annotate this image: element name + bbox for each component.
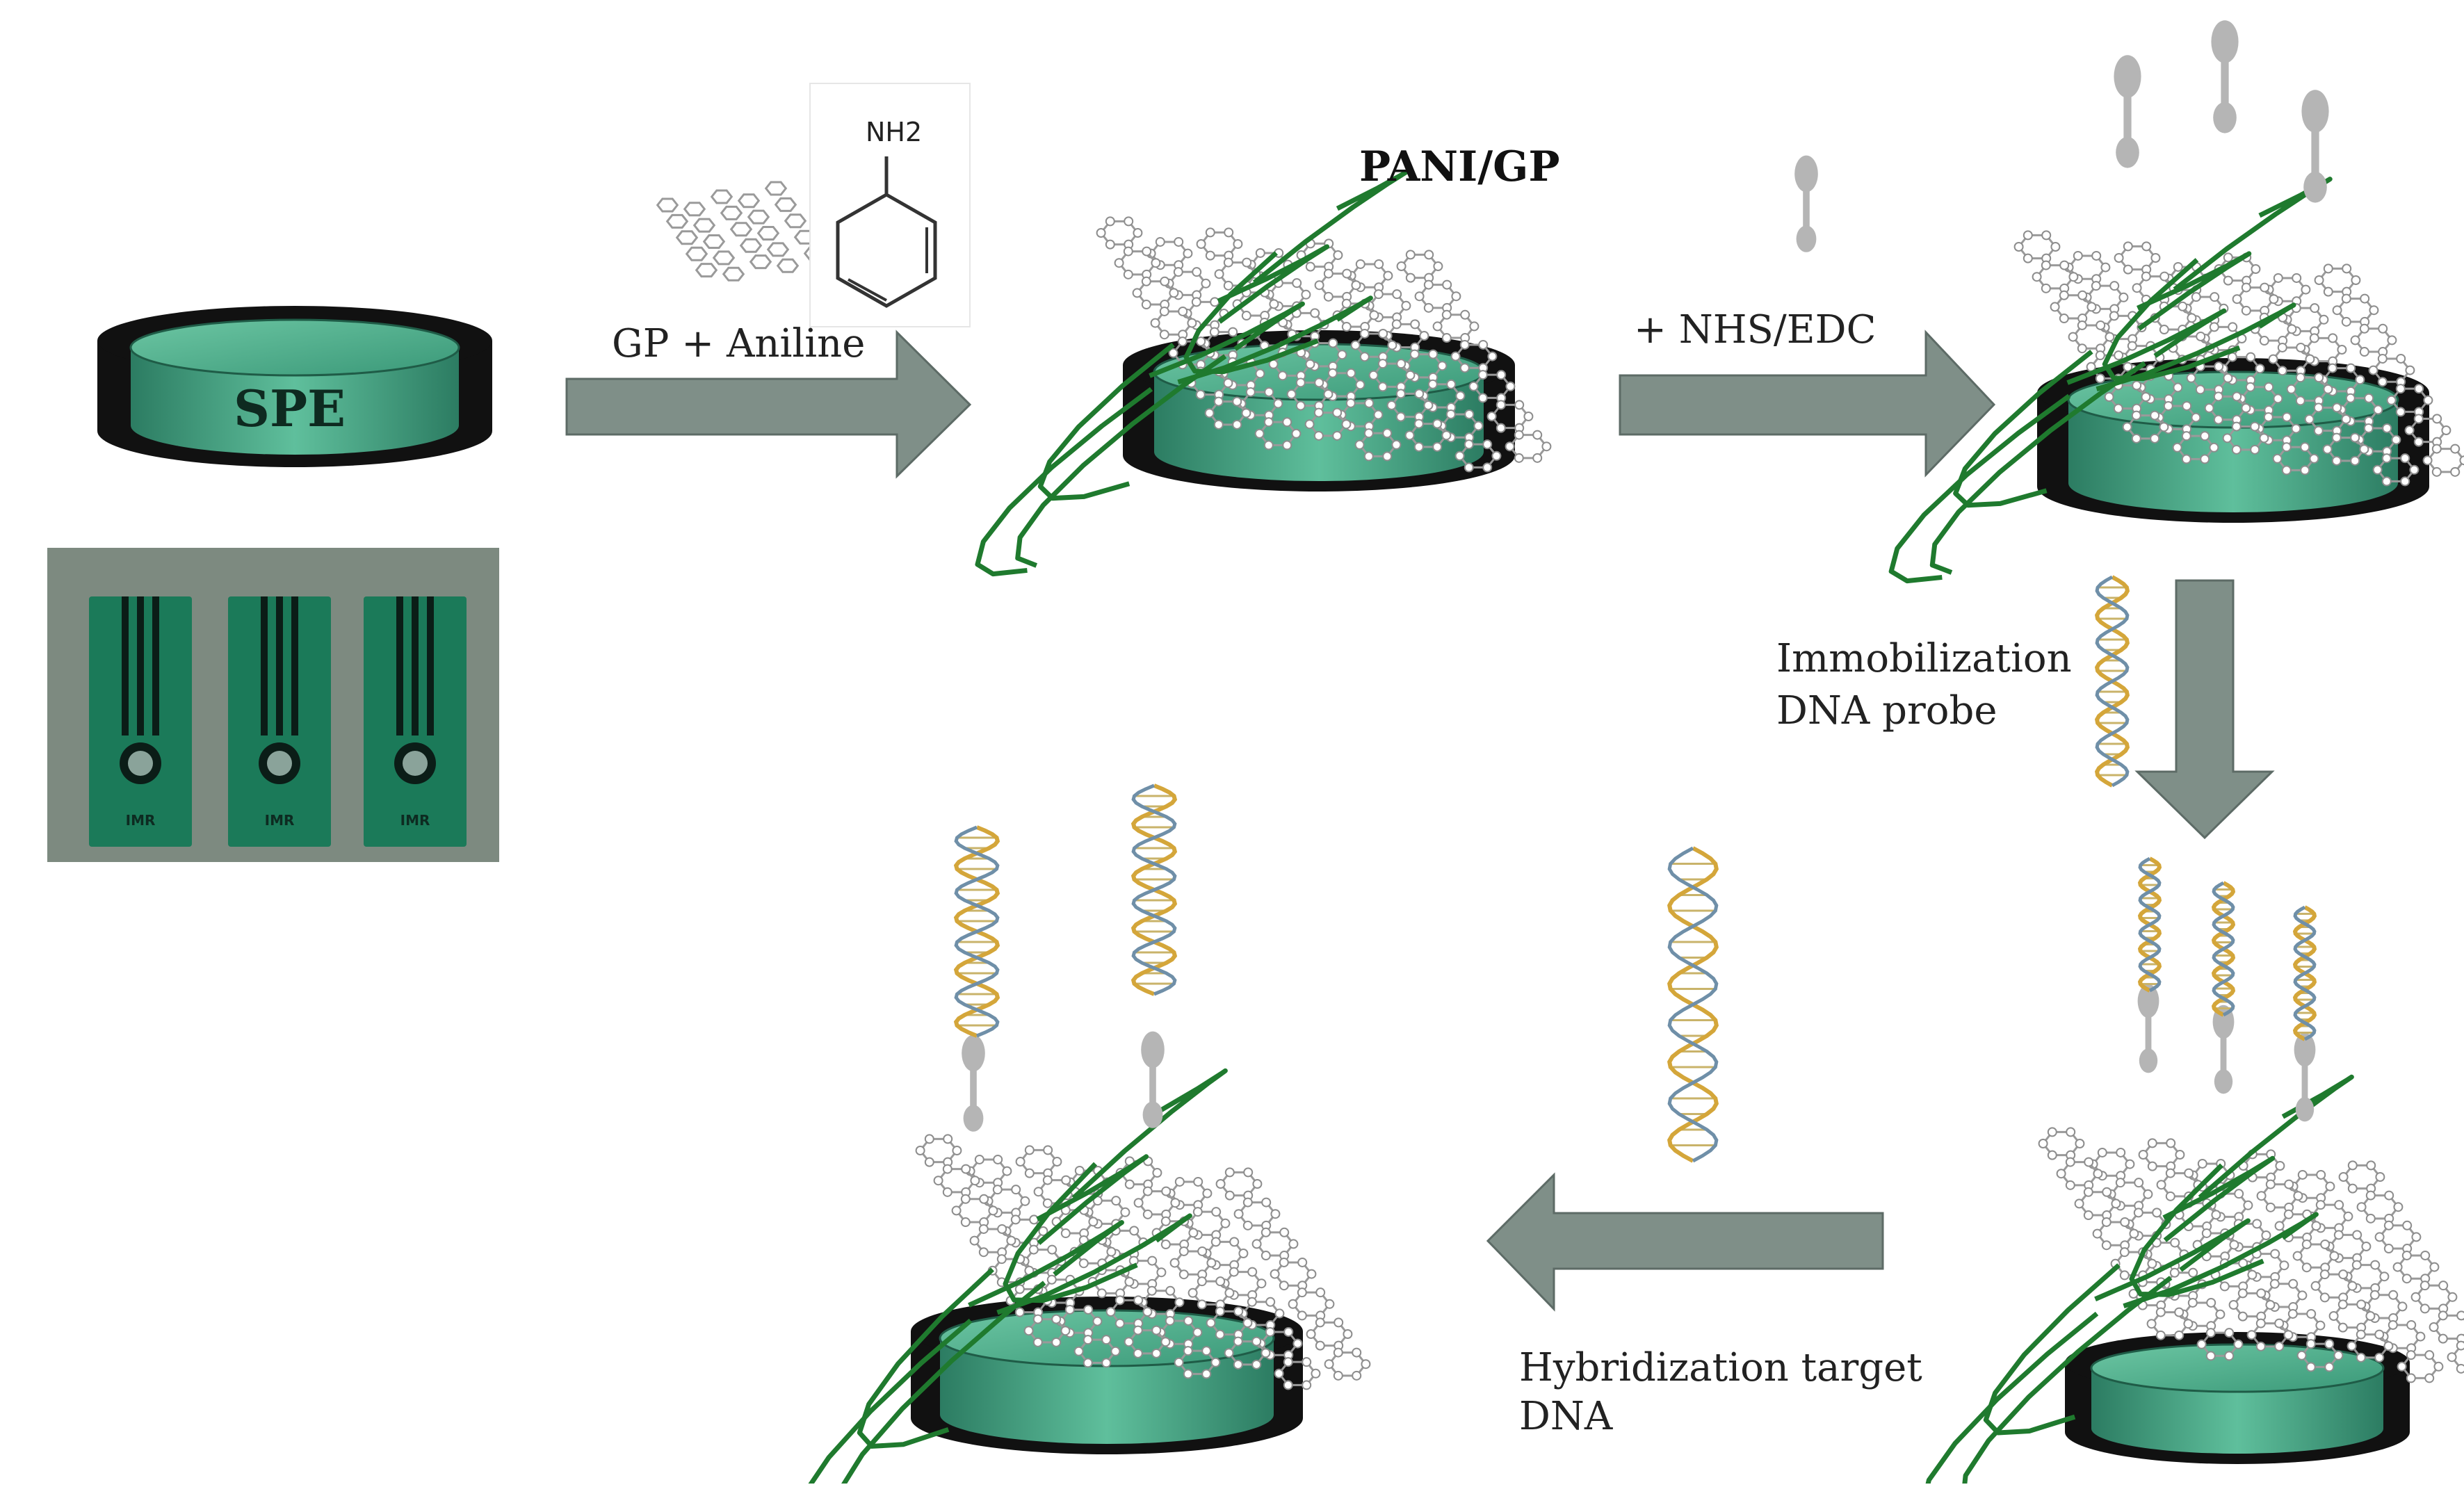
dna-probe-strands (2137, 856, 2317, 1041)
step-3-label-line-1: Immobilization (1776, 636, 2072, 681)
pani-gp-label: PANI/GP (1359, 143, 1560, 191)
spe-strip: IMR (89, 596, 192, 847)
linker-molecules (2114, 20, 2329, 203)
probe-immobilized-electrode (2065, 1332, 2410, 1464)
arrow-step-2 (1619, 330, 1996, 478)
hybridized-dna-strands (953, 783, 1178, 1038)
spe-strip: IMR (364, 596, 467, 847)
spe-strip-label: IMR (264, 812, 295, 829)
arrow-step-3 (2134, 579, 2275, 840)
spe-strip-label: IMR (125, 812, 156, 829)
pani-polymer-chains (1924, 1074, 2354, 1487)
step-2-label: + NHS/EDC (1634, 307, 1877, 352)
step-3-label-line-2: DNA probe (1776, 688, 1997, 733)
nh2-label: NH2 (866, 117, 923, 147)
spe-label: SPE (234, 379, 346, 438)
step-4-label-line-1: Hybridization target (1519, 1345, 1922, 1390)
nhs-edc-linker-icon (1794, 155, 1818, 252)
arrow-step-4 (1486, 1172, 1884, 1312)
spe-strip-label: IMR (400, 812, 430, 829)
spe-electrode (97, 306, 492, 467)
step-4-label-line-2: DNA (1519, 1394, 1613, 1439)
dna-probe-icon (2094, 575, 2130, 788)
pani-polymer-chains (975, 170, 1409, 577)
spe-photo: IMR IMR IMR (47, 548, 499, 862)
pani-polymer-chains (806, 1068, 1228, 1487)
linker-molecules (2137, 984, 2316, 1122)
graphene-sheet-icon (656, 181, 827, 282)
aniline-structure-icon (809, 83, 971, 327)
step-1-label: GP + Aniline (612, 321, 866, 366)
arrow-step-1 (565, 330, 972, 479)
linker-molecules (962, 1031, 1165, 1132)
spe-strip: IMR (228, 596, 331, 847)
target-dna-icon (1667, 846, 1719, 1163)
